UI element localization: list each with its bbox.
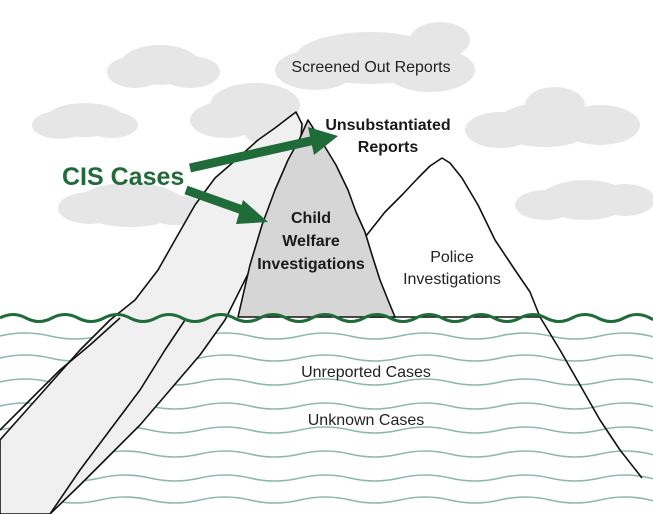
cis-cases-label: CIS Cases xyxy=(62,163,184,191)
wave-line xyxy=(0,474,653,482)
cloud-icon xyxy=(275,22,475,92)
cloud-icon xyxy=(515,180,653,220)
wave-line xyxy=(0,450,653,458)
child-welfare-label: Investigations xyxy=(257,256,365,273)
cloud-icon xyxy=(465,87,640,148)
police-label: Police xyxy=(430,249,474,266)
unknown-cases-label: Unknown Cases xyxy=(308,412,425,429)
water-surface-line xyxy=(0,313,653,323)
child-welfare-label: Child xyxy=(291,210,331,227)
wave-line xyxy=(0,496,653,504)
cloud-icon xyxy=(58,183,205,227)
unsubstantiated-label: Unsubstantiated xyxy=(325,117,450,134)
clouds xyxy=(32,22,653,227)
unreported-cases-label: Unreported Cases xyxy=(301,364,431,381)
police-peak xyxy=(365,157,541,318)
left-mountain-ridge xyxy=(0,317,121,431)
police-label: Investigations xyxy=(403,271,501,288)
unsubstantiated-label: Reports xyxy=(358,139,419,156)
left-mountain-ridge xyxy=(49,319,186,514)
arrow-right-icon xyxy=(189,127,338,173)
cloud-icon xyxy=(32,103,138,139)
child-welfare-label: Welfare xyxy=(282,233,340,250)
cloud-icon xyxy=(107,45,220,88)
arrow-right-icon xyxy=(184,185,268,224)
screened-out-label: Screened Out Reports xyxy=(291,59,450,76)
child-welfare-peak xyxy=(237,119,396,318)
police-peak-underwater xyxy=(539,316,643,479)
